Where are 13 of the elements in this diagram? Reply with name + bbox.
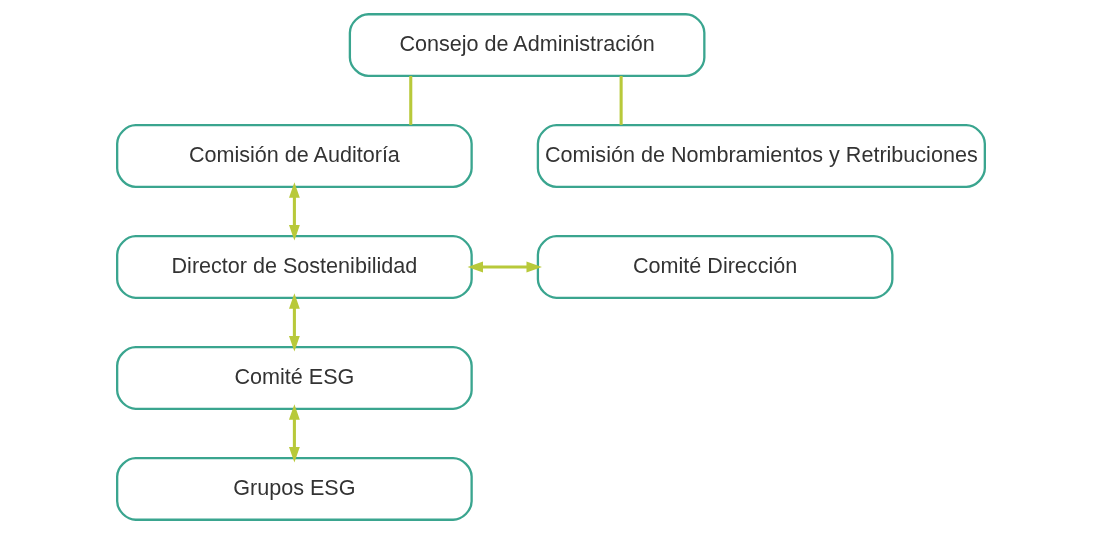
node-box: Grupos ESG (116, 456, 473, 521)
node-box: Consejo de Administración (348, 13, 706, 78)
node-box: Comisión de Nombramientos y Retribuciones (536, 124, 986, 188)
node-box: Comité Dirección (536, 235, 894, 299)
connector (619, 76, 623, 125)
connector (409, 76, 413, 125)
arrow (289, 293, 300, 352)
arrow (289, 182, 300, 241)
arrow (467, 261, 542, 273)
arrow (289, 404, 300, 463)
node-box: Comité ESG (116, 346, 473, 410)
node-box: Comisión de Auditoría (116, 124, 473, 188)
node-box: Director de Sostenibilidad (116, 235, 473, 299)
